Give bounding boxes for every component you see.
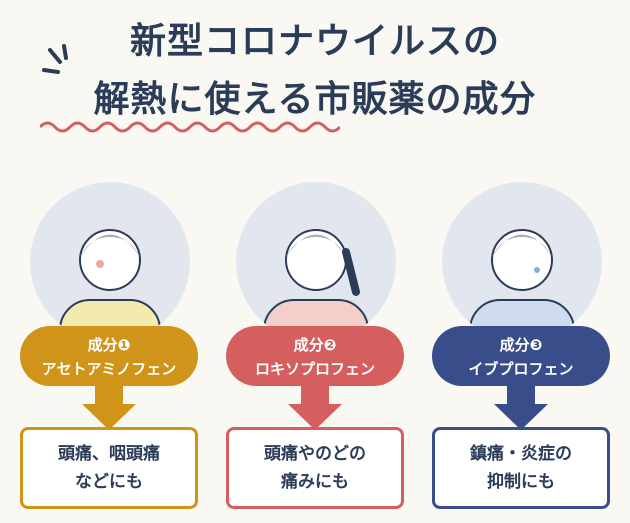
ingredient-name: イブプロフェン <box>468 360 574 378</box>
ingredient-label: 成分❸ <box>499 336 543 354</box>
arrow-down-icon <box>494 384 548 430</box>
effect-box: 頭痛やのどの痛みにも <box>226 427 404 509</box>
ingredient-name: ロキソプロフェン <box>254 360 375 378</box>
effect-text: 痛みにも <box>281 472 349 492</box>
effect-text: などにも <box>75 472 143 492</box>
effect-text: 頭痛やのどの <box>264 444 366 464</box>
ingredient-pill: 成分❶ アセトアミノフェン <box>20 326 198 386</box>
wavy-underline <box>40 121 340 133</box>
ingredient-label: 成分❷ <box>293 336 337 354</box>
title-line-1: 新型コロナウイルスの <box>129 21 500 62</box>
person-illustration <box>442 182 602 342</box>
ingredient-label: 成分❶ <box>87 336 131 354</box>
person-illustration <box>236 182 396 342</box>
title-line-2: 解熱に使える市販薬の成分 <box>93 79 537 120</box>
effect-box: 鎮痛・炎症の抑制にも <box>432 427 610 509</box>
arrow-down-icon <box>288 384 342 430</box>
effect-text: 鎮痛・炎症の <box>470 444 572 464</box>
emphasis-lines-icon <box>42 44 68 74</box>
ingredient-name: アセトアミノフェン <box>41 360 177 378</box>
ingredient-pill: 成分❸ イブプロフェン <box>432 326 610 386</box>
arrow-down-icon <box>82 384 136 430</box>
person-illustration <box>30 182 190 342</box>
effect-text: 抑制にも <box>487 472 555 492</box>
effect-text: 頭痛、咽頭痛 <box>58 444 160 464</box>
effect-box: 頭痛、咽頭痛などにも <box>20 427 198 509</box>
ingredient-pill: 成分❷ ロキソプロフェン <box>226 326 404 386</box>
